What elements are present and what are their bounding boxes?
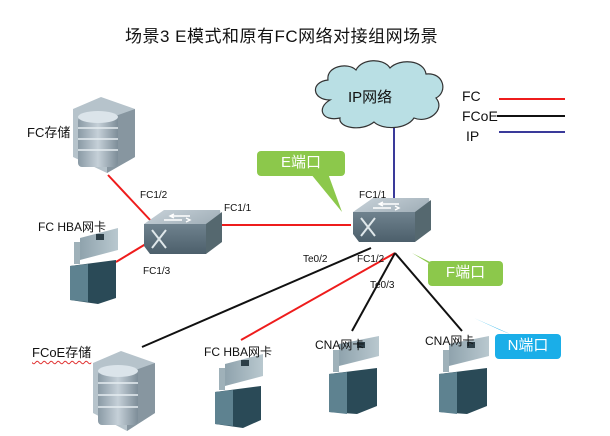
legend-label-fcoe: FCoE	[462, 108, 498, 124]
fcoe-storage-icon	[93, 351, 155, 431]
link-fcoe-storage	[141, 247, 372, 348]
diagram-title: 场景3 E模式和原有FC网络对接组网场景	[125, 27, 439, 46]
port-label-right-te0-3: Te0/3	[370, 280, 395, 291]
fc-hba-left-icon	[70, 228, 118, 304]
port-label-left-fc1-3: FC1/3	[143, 266, 171, 277]
fcoe-storage-label: FCoE存储	[32, 345, 92, 360]
cna-1-label: CNA网卡	[315, 338, 365, 352]
cna-host-2-icon	[439, 336, 489, 414]
port-label-right-fc1-1: FC1/1	[359, 190, 387, 201]
link-fc-hba-bottom	[240, 252, 396, 341]
port-label-right-fc1-2: FC1/2	[357, 254, 385, 265]
port-label-left-fc1-2: FC1/2	[140, 190, 168, 201]
fc-storage-icon	[73, 97, 135, 173]
n-port-callout: N端口	[495, 334, 561, 359]
e-port-callout: E端口	[257, 151, 345, 176]
e-port-callout-tail	[306, 168, 342, 212]
right-switch-icon	[353, 198, 431, 242]
n-port-callout-tail	[474, 318, 510, 334]
f-port-callout: F端口	[428, 261, 503, 286]
cna-host-1-icon	[329, 336, 379, 414]
cna-2-label: CNA网卡	[425, 334, 475, 348]
left-switch-icon	[144, 210, 222, 254]
link-cna-1	[351, 252, 396, 332]
legend-label-ip: IP	[466, 128, 480, 144]
link-cna-2	[394, 252, 463, 332]
port-label-left-fc1-1: FC1/1	[224, 203, 252, 214]
fc-hba-left-label: FC HBA网卡	[38, 220, 107, 234]
ip-cloud	[314, 60, 444, 129]
link-fc-storage-left-switch	[107, 174, 153, 223]
cloud-label: IP网络	[348, 89, 393, 106]
port-label-right-te0-2: Te0/2	[303, 254, 328, 265]
fc-hba-bottom-icon	[215, 354, 263, 428]
fc-storage-label: FC存储	[27, 125, 71, 140]
legend-label-fc: FC	[462, 88, 481, 104]
fc-hba-bottom-label: FC HBA网卡	[204, 345, 273, 359]
